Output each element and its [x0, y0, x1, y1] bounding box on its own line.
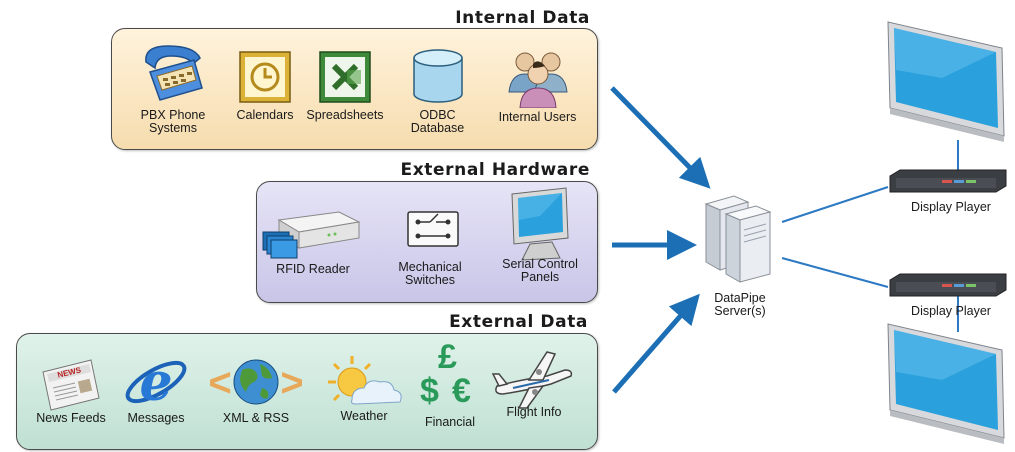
newspaper-icon: NEWS: [42, 359, 100, 411]
spreadsheet-item: Spreadsheets: [300, 48, 390, 122]
database-icon: [412, 49, 463, 103]
database-item: ODBC Database: [400, 46, 475, 135]
link-server-player-2: [781, 257, 889, 288]
weather-icon: [328, 356, 402, 405]
monitor-icon: [511, 187, 569, 261]
calendar-icon: [239, 51, 291, 103]
xml-left-bracket: <: [210, 361, 232, 405]
arrow-external-to-server: [612, 293, 700, 394]
users-icon: [507, 52, 568, 108]
server-label-1: DataPipe: [714, 291, 766, 305]
messages-item: e Messages: [116, 350, 196, 425]
spreadsheet-icon: [319, 51, 371, 103]
pound-icon: £: [438, 338, 457, 376]
database-label-2: Database: [410, 121, 465, 135]
external-data-title: External Data: [449, 312, 588, 332]
rfid-reader-label: RFID Reader: [276, 262, 350, 276]
financial-item: £ $ € Financial: [412, 338, 488, 429]
euro-icon: €: [452, 372, 471, 410]
server-icon: [704, 195, 772, 283]
serial-panel-label-2: Panels: [520, 270, 560, 284]
pbx-phone-icon: [145, 45, 203, 101]
link-server-player-1: [781, 186, 889, 223]
globe-xml-icon: < >: [210, 359, 302, 405]
news-feeds-item: NEWS News Feeds: [28, 350, 114, 425]
spreadsheet-label: Spreadsheets: [306, 108, 384, 122]
financial-label: Financial: [424, 415, 476, 429]
svg-text:e: e: [139, 352, 172, 413]
browser-e-icon: e: [125, 352, 187, 413]
external-hardware-title: External Hardware: [400, 160, 590, 180]
switch-label-1: Mechanical: [398, 260, 462, 274]
pbx-phone-label-1: PBX Phone: [140, 108, 206, 122]
calendar-item: Calendars: [230, 48, 300, 122]
display-player-2: [889, 273, 1007, 297]
xml-rss-item: < > XML & RSS: [208, 350, 304, 425]
rfid-reader-icon: [262, 211, 361, 259]
server-label-2: Server(s): [714, 304, 766, 318]
flight-info-label: Flight Info: [506, 405, 562, 419]
switch-item: Mechanical Switches: [385, 204, 475, 287]
rfid-reader-item: RFID Reader: [258, 204, 368, 276]
pbx-phone-item: PBX Phone Systems: [128, 40, 218, 135]
dollar-icon: $: [420, 372, 439, 410]
serial-panel-item: Serial Control Panels: [490, 186, 590, 284]
airplane-icon: [491, 351, 573, 409]
internal-data-title: Internal Data: [455, 8, 590, 28]
flight-info-item: Flight Info: [488, 346, 580, 419]
messages-label: Messages: [127, 411, 185, 425]
switch-label-2: Switches: [404, 273, 456, 287]
datapipe-server: [698, 186, 788, 296]
news-feeds-label: News Feeds: [36, 411, 106, 425]
display-screen-2: [887, 323, 1005, 444]
display-player-2-label: Display Player: [911, 304, 991, 318]
display-screen-1: [887, 21, 1005, 142]
calendar-label: Calendars: [236, 108, 294, 122]
database-label-1: ODBC: [419, 108, 456, 122]
xml-rss-label: XML & RSS: [222, 411, 290, 425]
weather-item: Weather: [318, 352, 410, 423]
users-label: Internal Users: [498, 110, 577, 124]
users-item: Internal Users: [490, 46, 585, 124]
weather-label: Weather: [340, 409, 388, 423]
switch-icon: [407, 211, 459, 247]
arrow-internal-to-server: [610, 86, 711, 189]
pbx-phone-label-2: Systems: [149, 121, 197, 135]
display-player-1-label: Display Player: [911, 200, 991, 214]
serial-panel-label-1: Serial Control: [502, 257, 578, 271]
display-player-1: [889, 169, 1007, 193]
xml-right-bracket: >: [280, 361, 302, 405]
